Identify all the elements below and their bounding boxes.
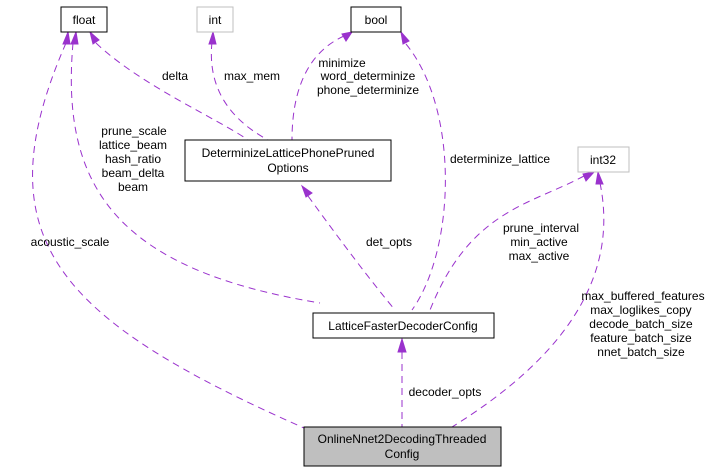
edge-bool-to-lattice bbox=[400, 30, 446, 311]
edge-label-max-buffered-features: max_buffered_features bbox=[581, 289, 704, 303]
edge-label-minimize: minimize bbox=[318, 56, 366, 70]
edge-label-acoustic-scale: acoustic_scale bbox=[31, 235, 110, 249]
edge-options-to-lattice bbox=[300, 184, 396, 311]
node-lattice-faster-decoder-config[interactable]: LatticeFasterDecoderConfig bbox=[312, 312, 495, 339]
node-determinize-options-line-1: DeterminizeLatticePhonePruned bbox=[202, 146, 375, 160]
node-online-config-line-1: OnlineNnet2DecodingThreaded bbox=[318, 432, 487, 446]
edge-label-word-determinize: word_determinize bbox=[320, 69, 416, 83]
edge-label-beam-delta: beam_delta bbox=[102, 166, 165, 180]
node-int32[interactable]: int32 bbox=[577, 146, 630, 173]
edge-label-beam: beam bbox=[118, 180, 148, 194]
node-determinize-lattice-phone-pruned-options[interactable]: DeterminizeLatticePhonePruned Options bbox=[184, 139, 392, 182]
node-int-label: int bbox=[209, 13, 222, 27]
edge-float-to-options bbox=[89, 30, 249, 141]
edge-label-max-mem: max_mem bbox=[224, 69, 280, 83]
node-online-nnet2-decoding-threaded-config[interactable]: OnlineNnet2DecodingThreaded Config bbox=[303, 426, 502, 467]
edge-float-to-lattice bbox=[70, 30, 321, 304]
node-float[interactable]: float bbox=[60, 6, 108, 33]
node-float-label: float bbox=[73, 13, 96, 27]
edge-lattice-to-online bbox=[397, 337, 407, 427]
edge-float-to-online bbox=[32, 30, 305, 429]
edge-label-feature-batch-size: feature_batch_size bbox=[590, 331, 692, 345]
node-int[interactable]: int bbox=[196, 6, 234, 33]
edge-label-max-loglikes-copy: max_loglikes_copy bbox=[590, 303, 691, 317]
node-lattice-faster-decoder-config-label: LatticeFasterDecoderConfig bbox=[328, 319, 477, 333]
edge-int32-to-lattice bbox=[429, 171, 596, 311]
edge-label-phone-determinize: phone_determinize bbox=[317, 83, 419, 97]
edge-label-max-active: max_active bbox=[509, 249, 570, 263]
edge-label-hash-ratio: hash_ratio bbox=[105, 152, 161, 166]
edge-label-decoder-opts: decoder_opts bbox=[409, 385, 482, 399]
node-int32-label: int32 bbox=[590, 153, 616, 167]
edge-label-det-opts: det_opts bbox=[366, 235, 412, 249]
edge-label-prune-scale: prune_scale bbox=[101, 124, 167, 138]
edge-label-determinize-lattice: determinize_lattice bbox=[450, 152, 550, 166]
edge-label-min-active: min_active bbox=[510, 235, 568, 249]
edge-int32-to-online bbox=[451, 170, 605, 428]
node-online-config-line-2: Config bbox=[385, 447, 420, 461]
node-bool[interactable]: bool bbox=[350, 6, 402, 33]
edge-int-to-options bbox=[208, 30, 269, 141]
node-bool-label: bool bbox=[365, 13, 388, 27]
edge-label-decode-batch-size: decode_batch_size bbox=[589, 317, 693, 331]
edge-label-nnet-batch-size: nnet_batch_size bbox=[597, 345, 685, 359]
node-determinize-options-line-2: Options bbox=[267, 161, 308, 175]
edge-label-delta: delta bbox=[162, 69, 188, 83]
edge-bool-to-options bbox=[291, 31, 354, 141]
edge-label-prune-interval: prune_interval bbox=[503, 221, 579, 235]
edge-label-lattice-beam: lattice_beam bbox=[99, 138, 167, 152]
